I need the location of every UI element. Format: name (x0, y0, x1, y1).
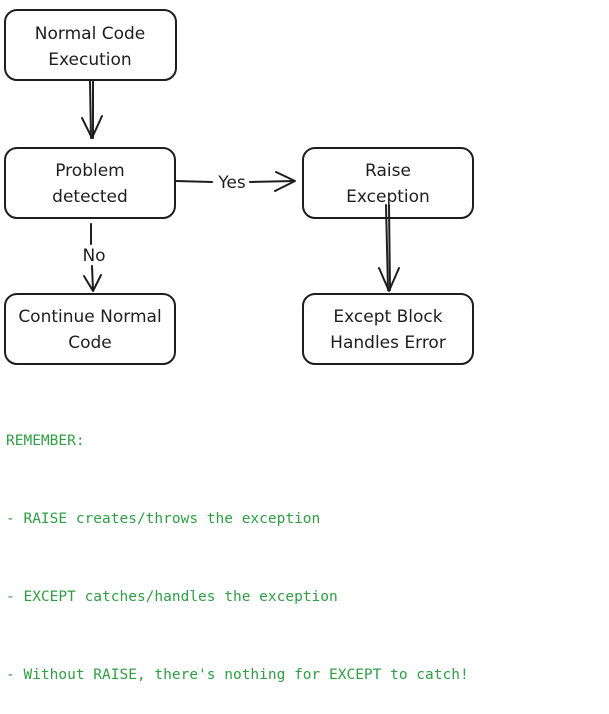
node-raise-exception: Raise Exception (302, 147, 474, 219)
node-except-block: Except Block Handles Error (302, 293, 474, 365)
node-normal-code-execution-line1: Normal Code (35, 24, 145, 44)
node-problem-detected-line2: detected (52, 187, 128, 207)
remember-note: REMEMBER: - RAISE creates/throws the exc… (6, 376, 606, 714)
node-problem-detected-line1: Problem (55, 161, 125, 181)
note-line-except: - EXCEPT catches/handles the exception (6, 589, 338, 605)
node-continue-normal-code-line1: Continue Normal (18, 307, 161, 327)
arrow-problem-to-continue (83, 223, 102, 292)
node-problem-detected: Problem detected (4, 147, 176, 219)
note-line-without-raise: - Without RAISE, there's nothing for EXC… (6, 667, 469, 683)
edge-label-yes: Yes (217, 173, 246, 193)
note-heading: REMEMBER: (6, 433, 85, 449)
node-continue-normal-code-line2: Code (68, 333, 112, 353)
note-line-raise: - RAISE creates/throws the exception (6, 511, 321, 527)
flowchart: Normal Code Execution Problem detected R… (4, 9, 474, 365)
edge-label-no: No (82, 246, 105, 266)
arrow-problem-to-raise (175, 171, 296, 192)
node-except-block-line1: Except Block (333, 307, 442, 327)
arrow-execution-to-problem (81, 80, 103, 139)
arrow-raise-to-except (378, 204, 400, 292)
node-normal-code-execution-line2: Execution (48, 50, 131, 70)
node-continue-normal-code: Continue Normal Code (4, 293, 176, 365)
node-normal-code-execution: Normal Code Execution (4, 9, 177, 81)
node-except-block-line2: Handles Error (330, 333, 446, 353)
node-raise-exception-line2: Exception (346, 187, 430, 207)
node-raise-exception-line1: Raise (365, 161, 411, 181)
